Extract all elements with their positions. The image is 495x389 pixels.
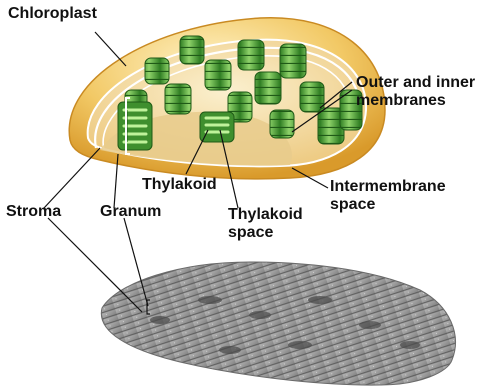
label-intermembrane-space: Intermembrane space	[330, 178, 446, 214]
label-granum: Granum	[100, 203, 161, 221]
label-thylakoid: Thylakoid	[142, 176, 217, 194]
micrograph-body	[101, 262, 455, 385]
chloroplast-illustration	[69, 18, 385, 179]
stroma-leader	[44, 148, 100, 208]
label-chloroplast: Chloroplast	[8, 5, 97, 23]
micrograph	[101, 262, 455, 385]
label-stroma: Stroma	[6, 203, 61, 221]
granum-cutaway	[118, 102, 152, 150]
thylakoid-cutaway	[200, 112, 234, 142]
label-outer-inner-membranes: Outer and inner membranes	[356, 74, 475, 110]
label-thylakoid-space: Thylakoid space	[228, 206, 303, 242]
chloroplast-leader	[95, 32, 126, 66]
